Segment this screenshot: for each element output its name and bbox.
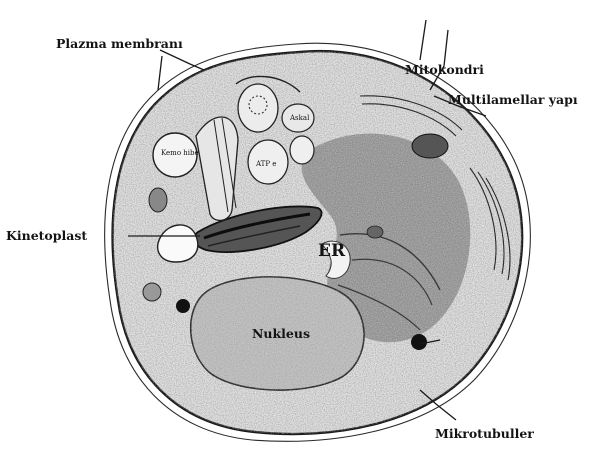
inner-label-flagellum: ATP e [255,160,276,168]
label-er: ER [318,241,346,261]
label-plasma-membrane: Plazma membranı [56,36,183,51]
inner-label-left-vacuole: Kemo hibe [161,149,199,157]
label-nucleus: Nukleus [252,326,310,341]
inner-label-upper-vesicle: Askal [289,114,310,122]
label-microtubules: Mikrotubuller [435,426,534,441]
label-multilamellar: Multilamellar yapı [448,92,578,107]
label-mitochondria: Mitokondri [405,62,484,77]
label-kinetoplast: Kinetoplast [6,228,87,243]
